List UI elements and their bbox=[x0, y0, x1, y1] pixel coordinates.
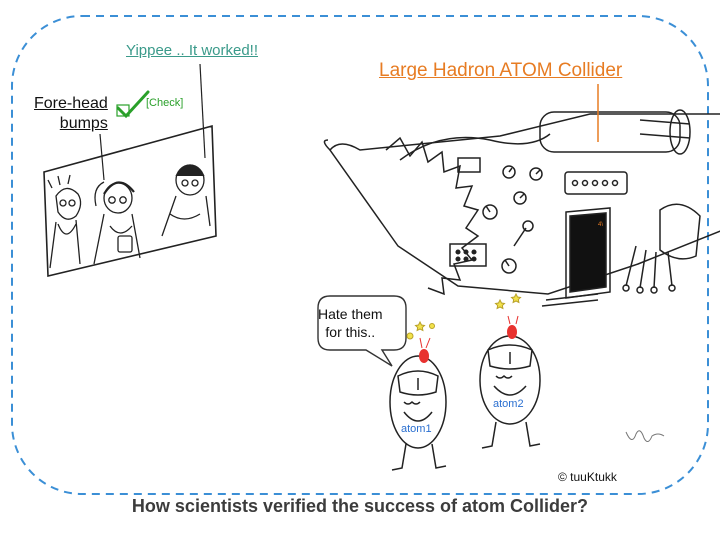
forehead-label-line1: Fore-head bbox=[34, 95, 108, 112]
atom2-label: atom2 bbox=[493, 398, 524, 410]
speech-line2: for this.. bbox=[325, 324, 376, 340]
scientist-right bbox=[161, 164, 211, 237]
collider-title: Large Hadron ATOM Collider bbox=[379, 60, 623, 81]
speech-text: Hate them for this.. bbox=[318, 305, 383, 341]
check-label: [Check] bbox=[146, 97, 184, 109]
forehead-bumps-label: Fore-head bumps bbox=[34, 94, 108, 134]
forehead-label-line2: bumps bbox=[59, 115, 108, 132]
yippee-label: Yippee .. It worked!! bbox=[126, 42, 259, 59]
scientists-photo bbox=[43, 63, 217, 278]
svg-text:4\: 4\ bbox=[598, 222, 603, 228]
dashed-frame bbox=[11, 15, 709, 495]
collider-machine: 4\ bbox=[323, 109, 720, 307]
atom1-character bbox=[389, 355, 447, 471]
atom1-label: atom1 bbox=[401, 423, 432, 435]
speech-bubble bbox=[317, 295, 407, 367]
scientist-middle bbox=[93, 181, 141, 265]
check-box-icon bbox=[116, 104, 130, 117]
atom2-stars-icon bbox=[494, 292, 522, 325]
check-mark-icon bbox=[116, 90, 150, 119]
atom2-character bbox=[479, 335, 541, 449]
atom2-head-glow bbox=[507, 325, 517, 339]
speech-line1: Hate them bbox=[318, 306, 383, 322]
scientist-left bbox=[47, 174, 82, 269]
copyright-label: © tuuKtukk bbox=[558, 470, 617, 484]
atom1-head-glow bbox=[419, 349, 429, 363]
artist-signature bbox=[625, 430, 665, 442]
caption: How scientists verified the success of a… bbox=[131, 496, 589, 516]
atom1-stars-icon bbox=[406, 320, 435, 349]
